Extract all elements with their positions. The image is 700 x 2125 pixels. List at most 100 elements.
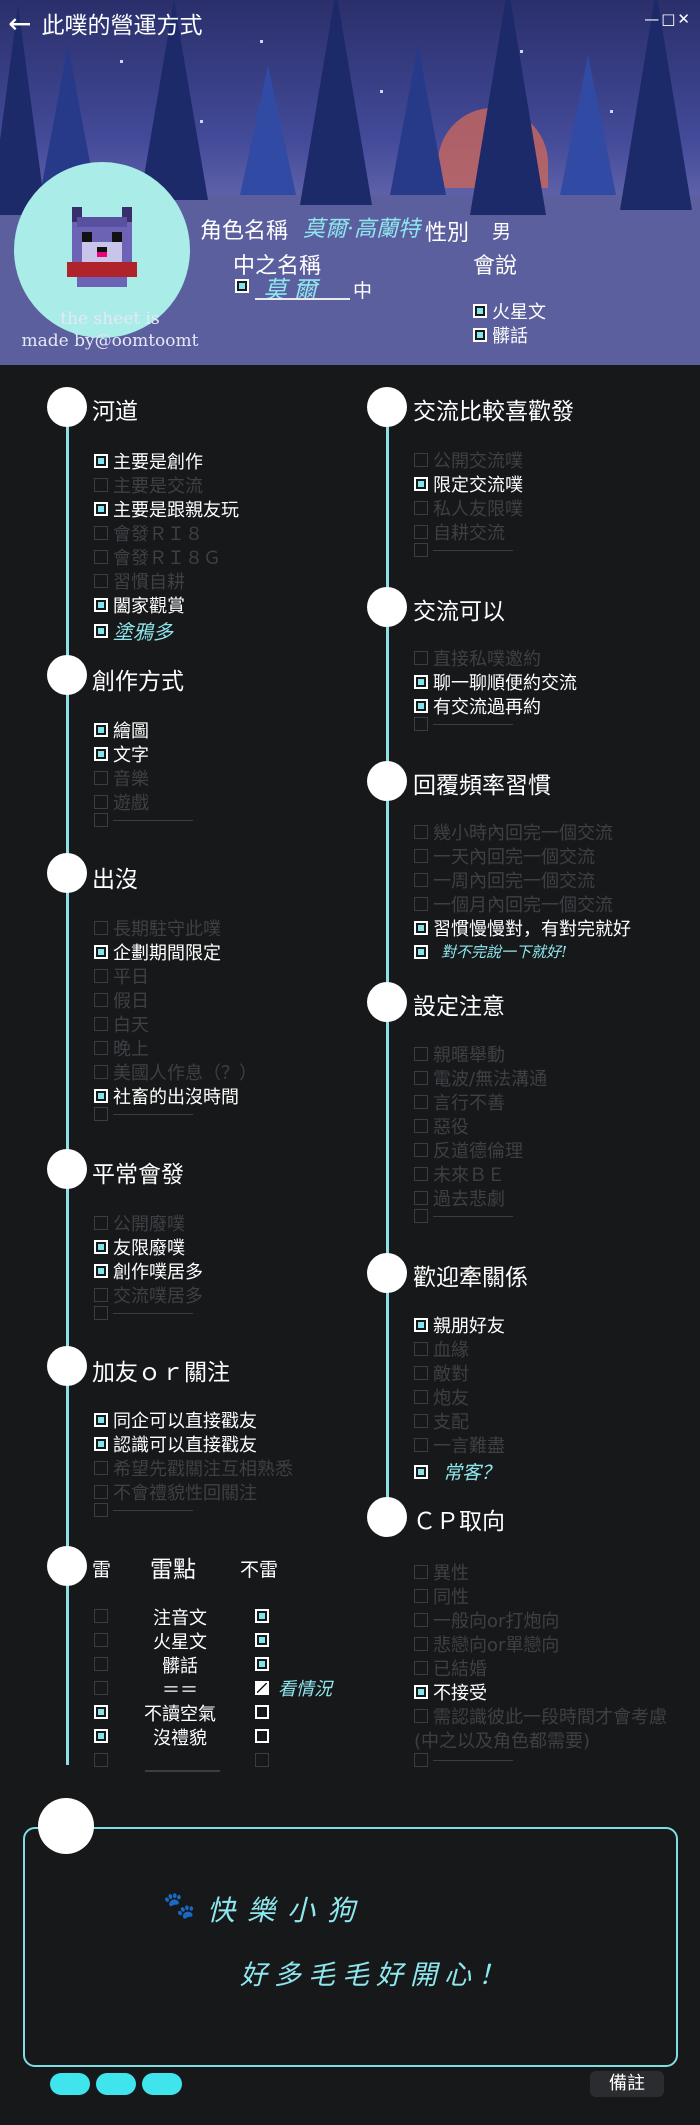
checkbox[interactable] [414,1565,428,1579]
rel-item[interactable]: 敵對 [414,1360,469,1386]
checkbox[interactable] [414,1366,428,1380]
checkbox[interactable] [414,1589,428,1603]
checkbox[interactable] [414,1047,428,1061]
appear-item[interactable]: 晚上 [94,1035,149,1061]
mine-right-checkbox[interactable] [255,1609,269,1623]
checkbox[interactable] [414,453,428,467]
mine-left-checkbox[interactable] [94,1657,108,1671]
checkbox[interactable] [94,1413,108,1427]
color-pill[interactable] [142,2073,182,2095]
cp-item[interactable]: 同性 [414,1583,469,1609]
reply-item[interactable]: 一個月內回完一個交流 [414,891,613,917]
mine-right-checkbox[interactable] [255,1705,269,1719]
player-checkbox[interactable] [235,279,249,293]
cp-item[interactable]: 已結婚 [414,1655,487,1681]
checkbox[interactable] [94,813,108,827]
language-item[interactable]: 髒話 [473,322,528,348]
river-item[interactable]: 塗鴉多 [94,616,173,645]
checkbox[interactable] [414,1661,428,1675]
mine-left-checkbox[interactable] [94,1681,108,1695]
mine-right-checkbox[interactable] [255,1633,269,1647]
checkbox[interactable] [94,1485,108,1499]
checkbox[interactable] [414,873,428,887]
checkbox[interactable] [94,747,108,761]
checkbox[interactable] [473,328,487,342]
back-arrow-icon[interactable]: ← [8,6,32,40]
checkbox[interactable] [94,574,108,588]
checkbox[interactable] [94,1240,108,1254]
checkbox[interactable] [94,921,108,935]
checkbox[interactable] [414,1342,428,1356]
mine-right-checkbox[interactable] [255,1657,269,1671]
cp-item[interactable]: 一般向or打炮向 [414,1607,559,1633]
create-item[interactable]: 繪圖 [94,717,149,743]
ok-item-blank[interactable] [414,717,513,731]
reply-item[interactable]: 一周內回完一個交流 [414,867,595,893]
checkbox[interactable] [94,1017,108,1031]
friend-item-blank[interactable] [94,1503,193,1517]
checkbox[interactable] [414,1095,428,1109]
mine-right-checkbox[interactable] [255,1753,269,1767]
appear-item[interactable]: 長期駐守此噗 [94,915,221,941]
checkbox[interactable] [94,1216,108,1230]
notice-item[interactable]: 親暱舉動 [414,1041,505,1067]
checkbox[interactable] [414,1637,428,1651]
checkbox[interactable] [414,1071,428,1085]
rel-item[interactable]: 支配 [414,1408,469,1434]
reply-item[interactable]: 對不完說一下就好! [414,941,567,962]
friend-item[interactable]: 希望先戳關注互相熟悉 [94,1455,293,1481]
usual-item-blank[interactable] [94,1306,193,1320]
checkbox[interactable] [414,525,428,539]
checkbox[interactable] [94,969,108,983]
notice-item[interactable]: 過去悲劇 [414,1185,505,1211]
checkbox[interactable] [414,897,428,911]
create-item-blank[interactable] [94,813,193,827]
usual-item[interactable]: 交流噗居多 [94,1282,203,1308]
usual-item[interactable]: 友限廢噗 [94,1234,185,1260]
checkbox[interactable] [94,1503,108,1517]
checkbox[interactable] [414,1414,428,1428]
rel-item[interactable]: 親朋好友 [414,1312,505,1338]
pref-item[interactable]: 私人友限噗 [414,495,523,521]
checkbox[interactable] [414,1613,428,1627]
checkbox[interactable] [414,1438,428,1452]
checkbox[interactable] [414,717,428,731]
checkbox[interactable] [94,1437,108,1451]
mine-left-checkbox[interactable] [94,1705,108,1719]
create-item[interactable]: 遊戲 [94,789,149,815]
language-item[interactable]: 火星文 [473,298,546,324]
color-pill[interactable] [96,2073,136,2095]
rel-item[interactable]: 常客？ [414,1458,500,1485]
checkbox[interactable] [414,1753,428,1767]
river-item[interactable]: 會發ＲＩ８ [94,520,203,546]
friend-item[interactable]: 認識可以直接戳友 [94,1431,257,1457]
checkbox[interactable] [414,543,428,557]
checkbox[interactable] [94,1461,108,1475]
river-item[interactable]: 主要是交流 [94,472,203,498]
mine-left-checkbox[interactable] [94,1633,108,1647]
checkbox[interactable] [94,993,108,1007]
pref-item-blank[interactable] [414,543,513,557]
checkbox[interactable] [414,651,428,665]
notice-item[interactable]: 言行不善 [414,1089,505,1115]
river-item[interactable]: 主要是創作 [94,448,203,474]
rel-item[interactable]: 血緣 [414,1336,469,1362]
checkbox[interactable] [94,1264,108,1278]
notice-item[interactable]: 惡役 [414,1113,469,1139]
appear-item[interactable]: 企劃期間限定 [94,939,221,965]
checkbox[interactable] [94,550,108,564]
checkbox[interactable] [414,849,428,863]
ok-item[interactable]: 直接私噗邀約 [414,645,541,671]
cp-item[interactable]: 需認識彼此一段時間才會考慮 [414,1703,667,1729]
checkbox[interactable] [94,945,108,959]
appear-item[interactable]: 白天 [94,1011,149,1037]
mine-left-checkbox[interactable] [94,1729,108,1743]
appear-item[interactable]: 假日 [94,987,149,1013]
checkbox[interactable] [94,1065,108,1079]
checkbox[interactable] [414,1167,428,1181]
checkbox[interactable] [94,454,108,468]
checkbox[interactable] [94,771,108,785]
mine-left-checkbox[interactable] [94,1609,108,1623]
color-pill[interactable] [50,2073,90,2095]
appear-item-blank[interactable] [94,1107,193,1121]
